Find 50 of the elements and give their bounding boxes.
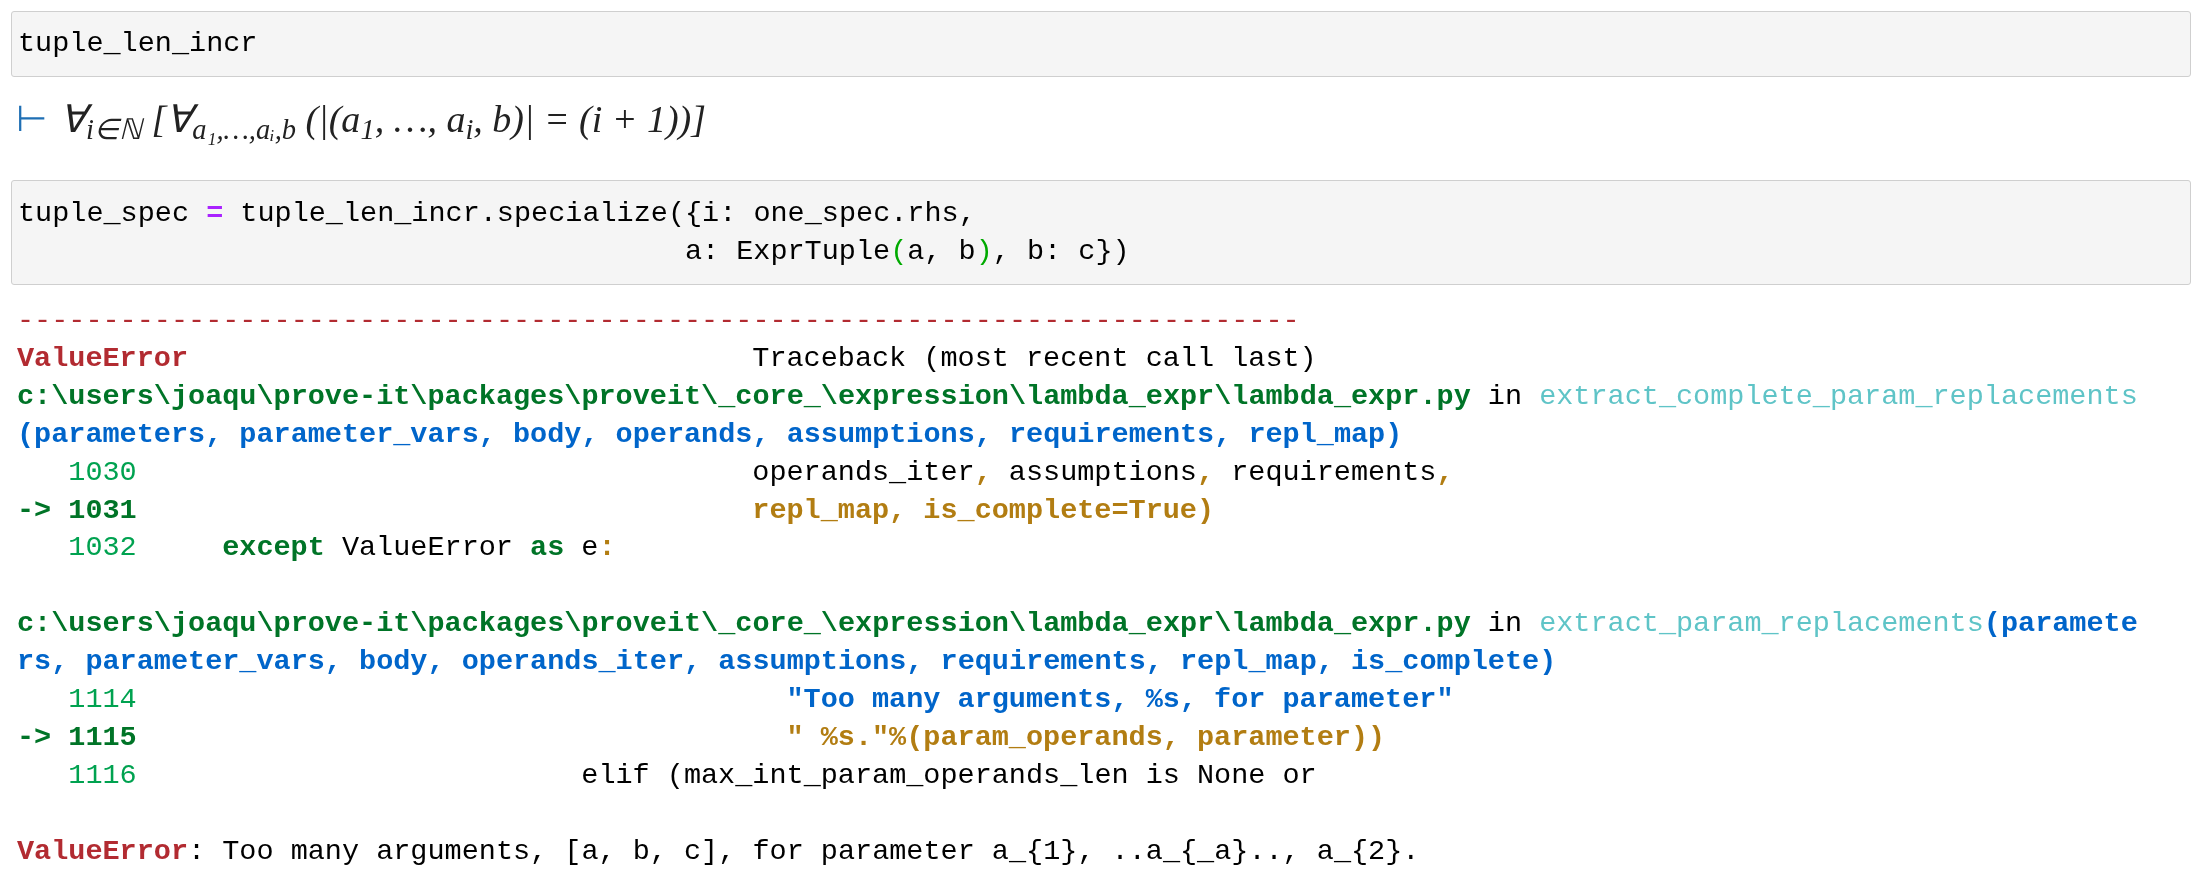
- code-text: tuple_len_incr.specialize({i: one_spec.rhs,: [240, 195, 976, 232]
- current-line-marker: ->: [17, 492, 52, 529]
- punctuation: :: [598, 530, 616, 567]
- error-name: ValueError: [17, 833, 189, 870]
- code-text: in: [1487, 606, 1523, 643]
- code-text: , b: c}): [992, 233, 1130, 270]
- turnstile-symbol: ⊢: [16, 97, 48, 141]
- code-text: tuple_len_incr: [18, 26, 258, 63]
- error-name: ValueError: [17, 340, 189, 377]
- file-path: c:\users\joaqu\prove-it\packages\proveit\_core_\expression\lambda_expr\lambda_expr.py: [17, 606, 1471, 643]
- argument-list: rs, parameter_vars, body, operands_iter, assumptions, requirements, repl_map, is_complete): [17, 643, 1557, 681]
- code-text: a: ExprTuple: [684, 233, 891, 270]
- argument-list: (parameters, parameter_vars, body, operands, assumptions, requirements, repl_map): [17, 415, 1403, 454]
- argument-list: (paramete: [1983, 605, 2138, 644]
- code-input-cell: [11, 11, 2191, 77]
- dashed-separator-text: ---------------------------------------------------------------------------: [17, 303, 1300, 339]
- line-number: 1032: [68, 530, 137, 567]
- code-text: " %s."%(param_operands, parameter)): [786, 719, 1386, 756]
- operator: =: [206, 195, 224, 232]
- code-text: in: [1487, 378, 1523, 415]
- keyword: except: [222, 530, 325, 567]
- parenthesis: ): [975, 233, 993, 270]
- line-number: 1115: [68, 719, 137, 756]
- function-name: extract_param_replacements: [1539, 606, 1984, 643]
- line-number: 1030: [68, 454, 137, 491]
- punctuation: ,: [974, 454, 992, 491]
- punctuation: ,: [1197, 454, 1215, 491]
- math-formula: ∀$_{i∈ℕ}$ [∀$_{a₁,…,aᵢ,b}$ (|(a$_{1}$, …, a$_{i}$, b)| = (i + 1))]: [60, 97, 707, 144]
- line-number: 1031: [68, 492, 137, 529]
- code-text: elif (max_int_param_operands_len is None or: [581, 757, 1317, 794]
- current-line-marker: ->: [17, 719, 52, 756]
- code-text: repl_map, is_complete=True): [752, 492, 1215, 529]
- string-literal: "Too many arguments, %s, for parameter": [786, 682, 1454, 718]
- keyword: as: [530, 530, 565, 567]
- traceback-heading: Traceback (most recent call last): [752, 340, 1317, 377]
- code-text: assumptions: [1008, 454, 1197, 491]
- code-text: requirements: [1231, 454, 1437, 491]
- code-input-cell: [11, 180, 2191, 285]
- file-path: c:\users\joaqu\prove-it\packages\proveit\_core_\expression\lambda_expr\lambda_expr.py: [17, 378, 1471, 415]
- code-text: a, b: [907, 233, 976, 270]
- parenthesis: (: [890, 233, 908, 270]
- code-text: tuple_spec: [18, 195, 190, 232]
- line-number: 1116: [68, 757, 137, 794]
- error-message: : Too many arguments, [a, b, c], for parameter a_{1}, ..a_{_a}.., a_{2}.: [188, 833, 1420, 870]
- line-number: 1114: [68, 682, 137, 718]
- punctuation: ,: [1436, 454, 1454, 491]
- code-text: ValueError: [341, 530, 513, 567]
- code-text: e: [581, 530, 599, 567]
- code-text: operands_iter: [752, 454, 975, 491]
- function-name: extract_complete_param_replacements: [1539, 378, 2138, 415]
